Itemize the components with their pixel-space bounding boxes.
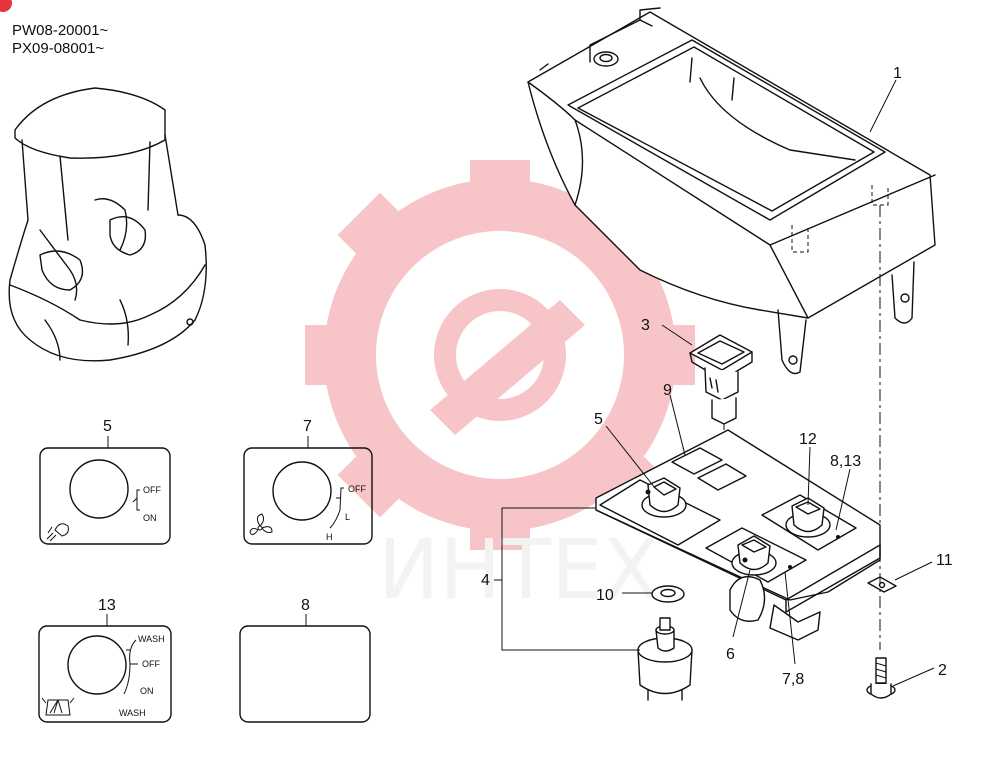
switch-5: [641, 477, 687, 518]
callout-8-13: 8,13: [830, 453, 861, 470]
wiper-washer-icon: [41, 697, 75, 716]
callout-9: 9: [663, 382, 672, 399]
washer-10: [651, 585, 685, 603]
label-panel-7: 7 OFF L H: [243, 418, 373, 545]
callout-10: 10: [596, 587, 614, 604]
panel-5-title: 5: [103, 418, 112, 435]
bolt-2: [866, 657, 896, 699]
panel-8-frame: [239, 625, 371, 723]
connector-3: [689, 334, 753, 455]
panel-7-label-l: L: [345, 512, 350, 522]
panel-5-label-on: ON: [143, 513, 157, 523]
panel-13-label-wash-top: WASH: [138, 634, 165, 644]
panel-13-frame: [38, 625, 172, 723]
callout-2: 2: [938, 662, 947, 679]
callout-1: 1: [893, 65, 902, 82]
corner-marker: [0, 0, 12, 12]
panel-7-knob: [272, 461, 332, 521]
bracket-11: [867, 576, 897, 593]
label-panel-8: 8: [239, 597, 371, 723]
panel-13-knob: [67, 635, 127, 695]
callout-7-8: 7,8: [782, 671, 804, 688]
callouts: 1 2 3 4 5 6 7,8 9 10 11 12 8,13: [481, 65, 953, 688]
panel-5-label-off: OFF: [143, 485, 161, 495]
leader-lines: [494, 79, 935, 687]
panel-7-label-h: H: [326, 532, 333, 542]
panel-7-label-off: OFF: [348, 484, 366, 494]
callout-3: 3: [641, 317, 650, 334]
panel-8-title: 8: [301, 597, 310, 614]
cab-illustration: [8, 87, 207, 362]
switch-body-4: [637, 617, 693, 701]
fan-icon: [249, 513, 273, 536]
panel-13-label-on: ON: [140, 686, 154, 696]
panel-13-label-wash-bottom: WASH: [119, 708, 146, 718]
label-panel-13: 13 WASH OFF ON WASH: [38, 597, 172, 723]
callout-12: 12: [799, 431, 817, 448]
serial-range-1: PW08-20001~: [12, 22, 109, 39]
console-box: [527, 7, 936, 650]
serial-range-2: PX09-08001~: [12, 40, 105, 57]
panel-5-knob: [69, 459, 129, 519]
panel-7-frame: [243, 447, 373, 545]
panel-7-title: 7: [303, 418, 312, 435]
label-panel-5: 5 OFF ON: [39, 418, 171, 545]
panel-13-label-off: OFF: [142, 659, 160, 669]
callout-4: 4: [481, 572, 490, 589]
watermark-text: ИНТЕХ: [378, 523, 659, 618]
switch-6: [731, 535, 777, 576]
panel-13-title: 13: [98, 597, 116, 614]
callout-11: 11: [936, 552, 953, 569]
panel-5-frame: [39, 447, 171, 545]
work-light-icon: [46, 523, 69, 542]
callout-5: 5: [594, 411, 603, 428]
switch-12: [785, 497, 831, 538]
callout-6: 6: [726, 646, 735, 663]
